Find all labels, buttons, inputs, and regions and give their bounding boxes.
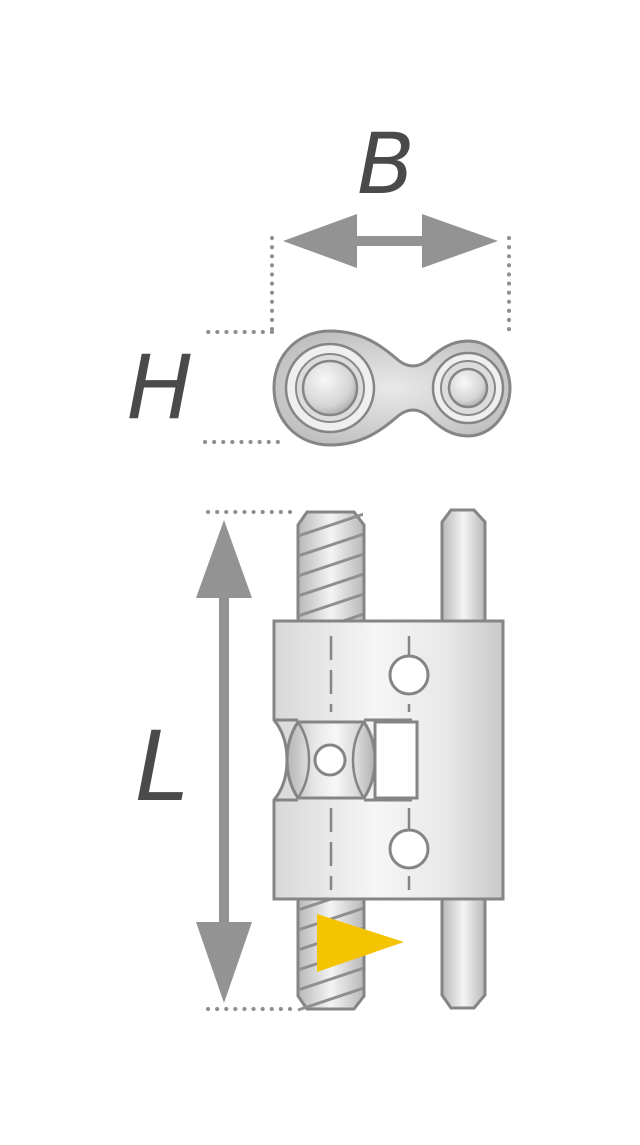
width-dimension: B (203, 115, 511, 340)
hinge-side-view (272, 508, 505, 1012)
upper-hole (388, 654, 430, 696)
hinge-top-view (272, 329, 512, 447)
width-arrow (283, 214, 498, 268)
length-label: L (135, 711, 188, 823)
top-view-small-pin (447, 367, 489, 409)
threaded-pin-top (296, 510, 366, 626)
width-label: B (357, 115, 415, 213)
top-view-large-pin (301, 359, 359, 417)
center-hole (313, 743, 347, 777)
height-dimension: H (127, 336, 284, 444)
height-label: H (127, 336, 193, 439)
length-arrow (196, 520, 252, 1003)
yellow-triangle-icon (317, 914, 404, 972)
length-dimension: L (135, 510, 300, 1011)
lower-hole (388, 828, 430, 870)
body-window (373, 720, 419, 800)
